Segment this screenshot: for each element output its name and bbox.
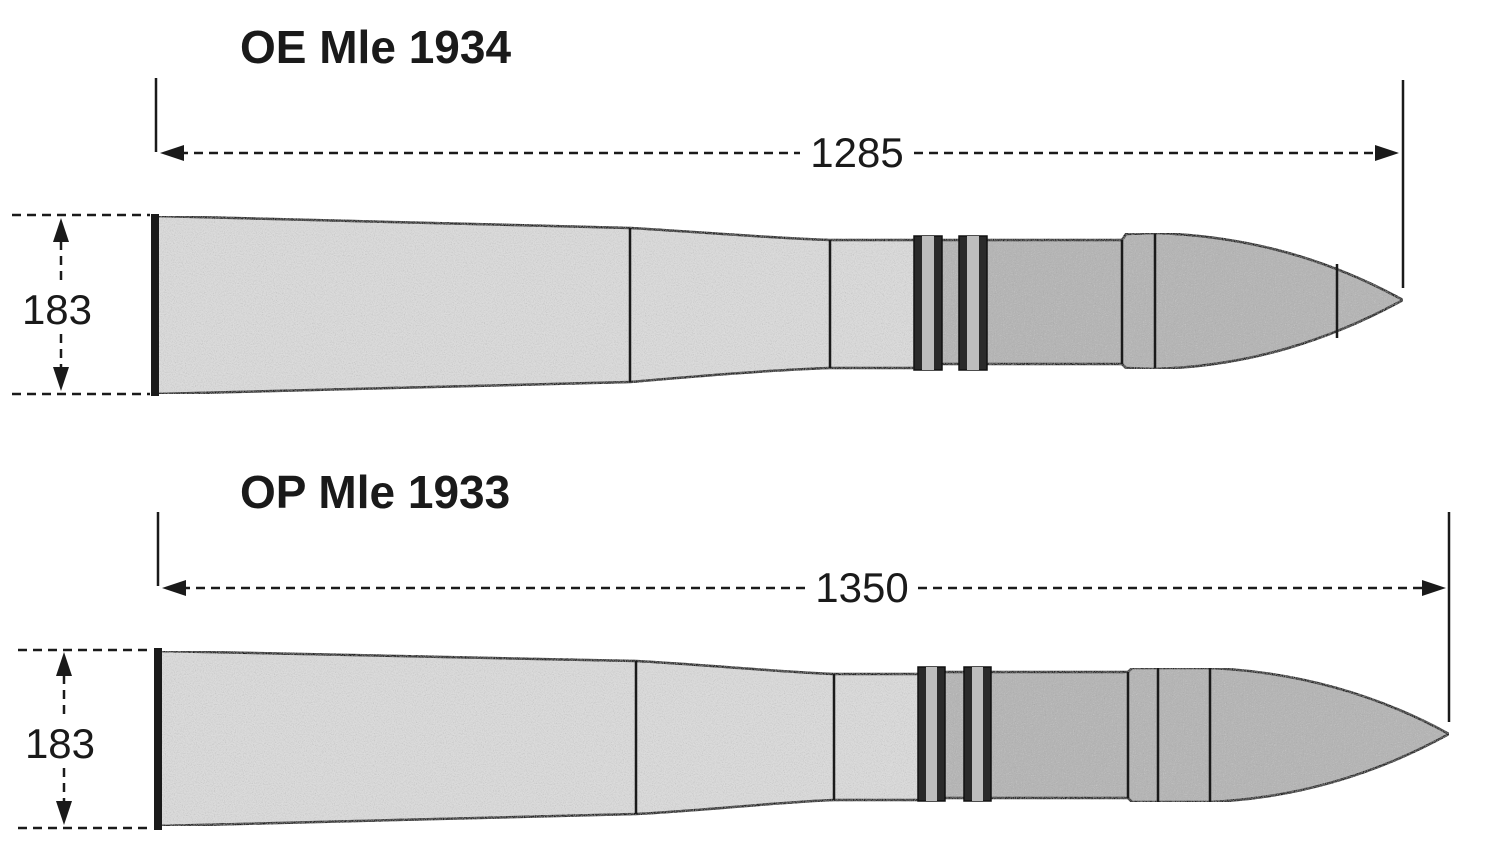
driving-band-2-gap — [967, 236, 979, 370]
length-label: 1285 — [810, 129, 903, 176]
round-title: OE Mle 1934 — [240, 21, 511, 73]
case-rim — [154, 648, 162, 830]
length-arrow-right — [1422, 580, 1446, 596]
length-arrow-left — [160, 145, 184, 161]
case-rim — [151, 214, 159, 396]
length-dimension: 1350 — [162, 564, 1446, 611]
round-op-mle-1933: OP Mle 1933 1350 183 — [18, 466, 1452, 830]
diameter-label: 183 — [25, 720, 95, 767]
diameter-arrow-top — [53, 218, 69, 242]
length-label: 1350 — [815, 564, 908, 611]
cartridge-case — [156, 649, 922, 828]
diameter-arrow-bottom — [53, 367, 69, 391]
cartridge-case — [154, 214, 918, 396]
length-arrow-left — [162, 580, 186, 596]
round-oe-mle-1934: OE Mle 1934 1285 183 — [12, 21, 1406, 396]
diameter-arrow-bottom — [56, 801, 72, 825]
length-dimension: 1285 — [160, 129, 1399, 176]
diameter-dimension: 183 — [18, 648, 152, 830]
driving-band-1-gap — [926, 667, 937, 801]
length-arrow-right — [1375, 145, 1399, 161]
projectile — [914, 231, 1406, 371]
driving-band-2-gap — [972, 667, 983, 801]
diameter-label: 183 — [22, 286, 92, 333]
round-title: OP Mle 1933 — [240, 466, 510, 518]
driving-band-1-gap — [922, 236, 934, 370]
projectile — [918, 666, 1452, 804]
diameter-arrow-top — [56, 652, 72, 676]
diameter-dimension: 183 — [12, 213, 150, 396]
